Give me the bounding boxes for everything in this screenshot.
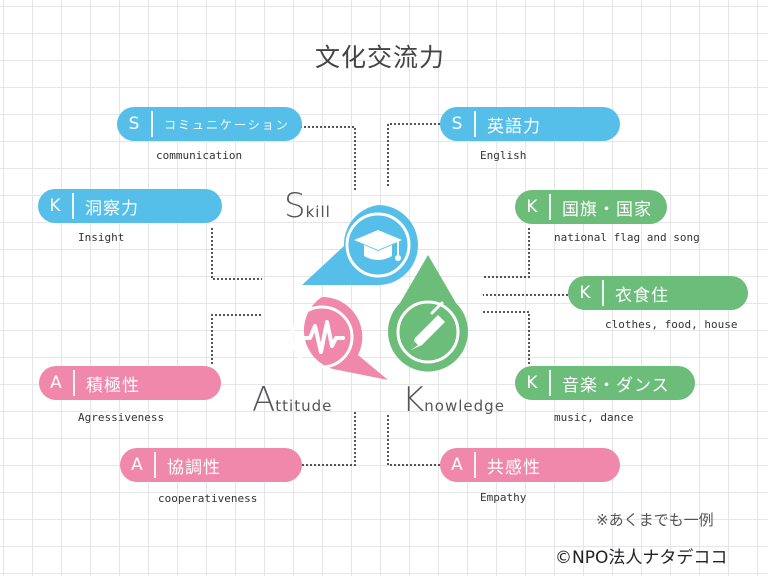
pill-letter: S <box>440 111 476 137</box>
pill-label: 積極性 <box>86 375 140 396</box>
english-music: music, dance <box>554 411 634 424</box>
pill-letter: K <box>568 280 604 306</box>
pill-letter: A <box>440 452 476 478</box>
pill-label: 協調性 <box>167 457 221 478</box>
english-communication: communication <box>156 149 243 162</box>
connector-cooperative <box>302 410 356 466</box>
pen-icon <box>411 301 445 350</box>
example-note: ※あくまでも一例 <box>596 511 714 529</box>
pulse-icon <box>300 320 345 354</box>
pill-clothes: K 衣食住 <box>568 276 748 310</box>
connector-communication <box>300 126 356 190</box>
connector-empathy <box>387 413 440 466</box>
english-cooperative: cooperativeness <box>158 492 258 505</box>
pill-insight: K 洞察力 <box>38 189 222 223</box>
connector-aggressive <box>211 314 262 364</box>
english-clothes: clothes, food, house <box>605 318 738 331</box>
pill-english: S 英語力 <box>440 107 620 141</box>
knowledge-heading: Knowledge <box>402 380 505 420</box>
english-english: English <box>480 149 527 162</box>
english-insight: Insight <box>78 231 125 244</box>
knowledge-drop <box>388 255 468 372</box>
english-aggressive: Agressiveness <box>78 411 165 424</box>
pill-flag: K 国旗・国家 <box>515 190 667 224</box>
connector-english <box>387 123 440 186</box>
connector-insight <box>211 228 262 280</box>
copyright: ©NPO法人ナタデココ <box>555 548 728 568</box>
pill-label: コミュニケーション <box>164 117 290 132</box>
pill-label: 洞察力 <box>85 198 139 219</box>
pill-label: 衣食住 <box>615 285 669 306</box>
pill-empathy: A 共感性 <box>440 448 620 482</box>
attitude-drop <box>290 296 388 380</box>
pill-music: K 音楽・ダンス <box>515 366 695 400</box>
skill-heading: Skill <box>284 186 331 226</box>
pill-letter: A <box>39 370 75 396</box>
attitude-heading: Attitude <box>252 380 333 420</box>
graduation-cap-icon <box>354 230 402 261</box>
connector-flag <box>483 228 530 278</box>
english-empathy: Empathy <box>480 491 527 504</box>
pill-label: 英語力 <box>487 116 541 137</box>
pill-letter: A <box>120 452 156 478</box>
pill-label: 音楽・ダンス <box>562 375 670 396</box>
pill-letter: K <box>515 370 551 396</box>
pill-aggressive: A 積極性 <box>39 366 221 400</box>
skill-drop <box>302 205 418 285</box>
diagram-title: 文化交流力 <box>314 43 445 72</box>
pill-label: 国旗・国家 <box>562 199 652 220</box>
connector-music <box>483 311 530 364</box>
pill-cooperative: A 協調性 <box>120 448 302 482</box>
pill-letter: K <box>38 193 74 219</box>
pill-letter: K <box>515 194 551 220</box>
pill-letter: S <box>117 111 153 137</box>
center-graphic <box>290 205 468 380</box>
pill-label: 共感性 <box>487 457 541 478</box>
english-flag: national flag and song <box>554 231 700 244</box>
pill-communication: S コミュニケーション <box>117 107 302 141</box>
